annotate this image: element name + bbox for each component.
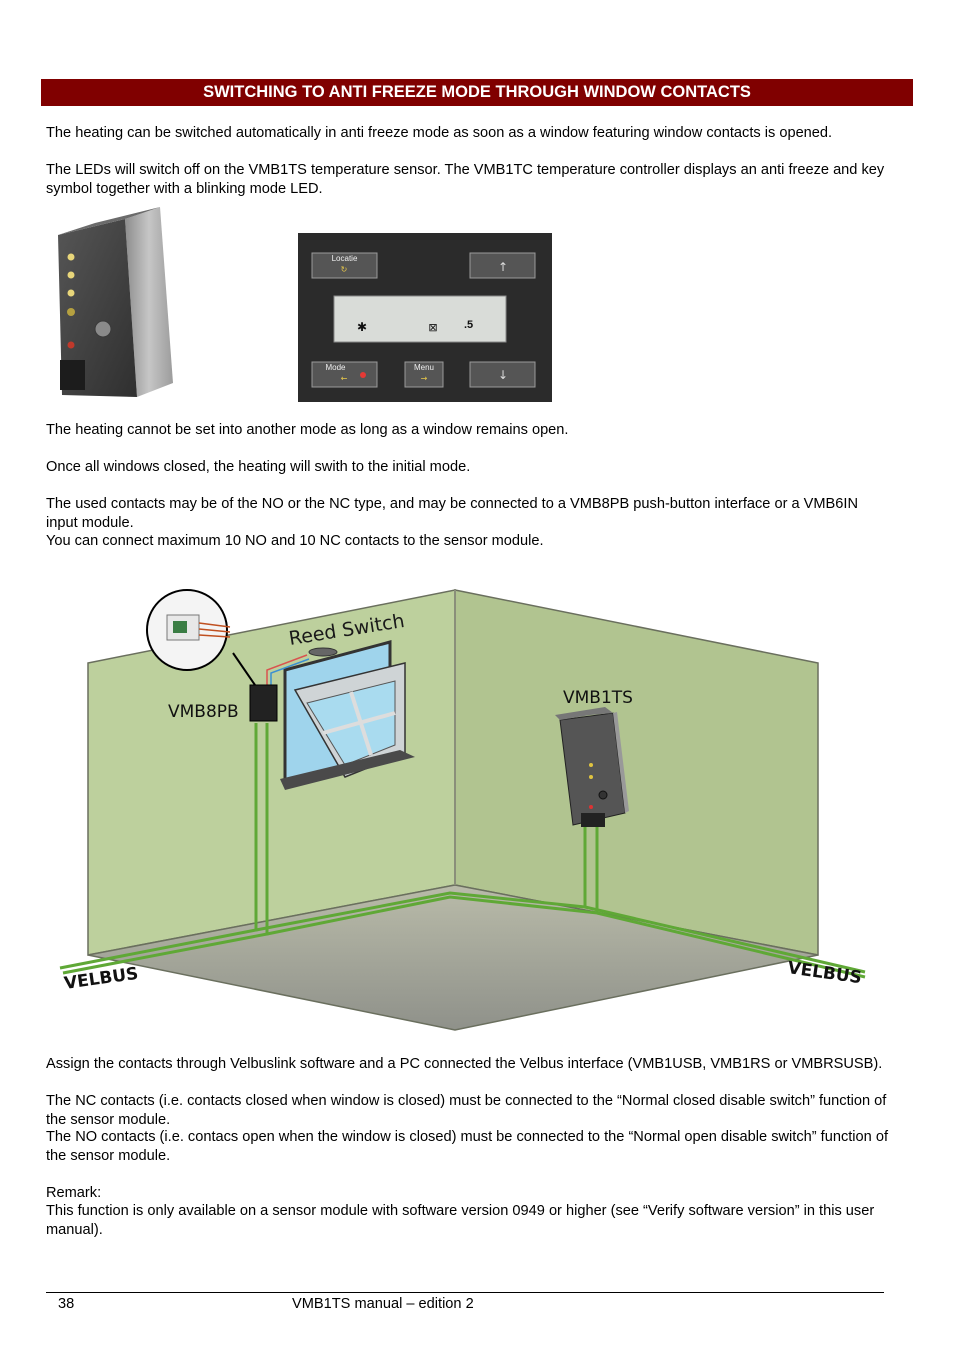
vmb8pb-module [249,684,278,722]
key-icon: ⊠ [428,321,437,334]
remark-label: Remark: [46,1185,102,1201]
led-icon [67,289,75,297]
anti-freeze-icon: ✱ [357,320,367,334]
section-title: SWITCHING TO ANTI FREEZE MODE THROUGH WI… [41,79,913,106]
intro-para-1: The heating can be switched automaticall… [46,125,833,141]
locatie-button-label: Locatie [331,254,358,263]
mode-led-icon [360,372,366,378]
vmb1ts-sensor-image [58,207,173,397]
reed-switch-icon [308,647,338,657]
para-assign-3: The NO contacts (i.e. contacs open when … [46,1129,889,1164]
vmb1ts-module [555,707,629,827]
arrow-down-icon: ↓ [498,368,508,382]
velbus-right-label: VELBUS [786,958,863,988]
velbus-left-label: VELBUS [63,964,140,994]
footer-title: VMB1TS manual – edition 2 [292,1296,474,1312]
vmb8pb-label: VMB8PB [168,702,239,722]
lcd-value: .5 [464,319,474,331]
para-closed: Once all windows closed, the heating wil… [46,459,471,475]
refresh-icon: ↻ [341,265,348,274]
para-contacts-2: You can connect maximum 10 NO and 10 NC … [46,533,544,549]
mode-button-label: Mode [325,363,346,372]
para-assign-1: Assign the contacts through Velbuslink s… [46,1056,883,1072]
menu-button-label: Menu [413,363,434,372]
para-mode: The heating cannot be set into another m… [46,422,569,438]
window [280,640,415,790]
page-number: 38 [58,1296,75,1312]
vmb1ts-label: VMB1TS [563,688,633,708]
velbus-cable [59,723,866,979]
intro-para-2: The LEDs will switch off on the VMB1TS t… [46,162,885,197]
led-icon [67,253,75,261]
remark-text: This function is only available on a sen… [46,1203,875,1238]
room-diagram: Reed Switch VMB8PB VMB1TS VELBUS VELBUS [59,589,866,1031]
led-icon [67,271,75,279]
arrow-up-icon: ↑ [498,260,508,274]
arrow-right-icon: → [421,374,428,383]
moon-icon [67,308,75,316]
vmb1tc-controller-image: ↑ ↓ ↻ ← → ✱ ⊠ Locatie Mode Menu .5 [298,233,552,402]
para-contacts-1: The used contacts may be of the NO or th… [46,496,859,531]
arrow-left-icon: ← [341,374,348,383]
para-assign-2: The NC contacts (i.e. contacts closed wh… [46,1093,887,1128]
knob-icon [94,320,112,338]
led-icon [67,341,75,349]
footer-divider [46,1292,884,1293]
